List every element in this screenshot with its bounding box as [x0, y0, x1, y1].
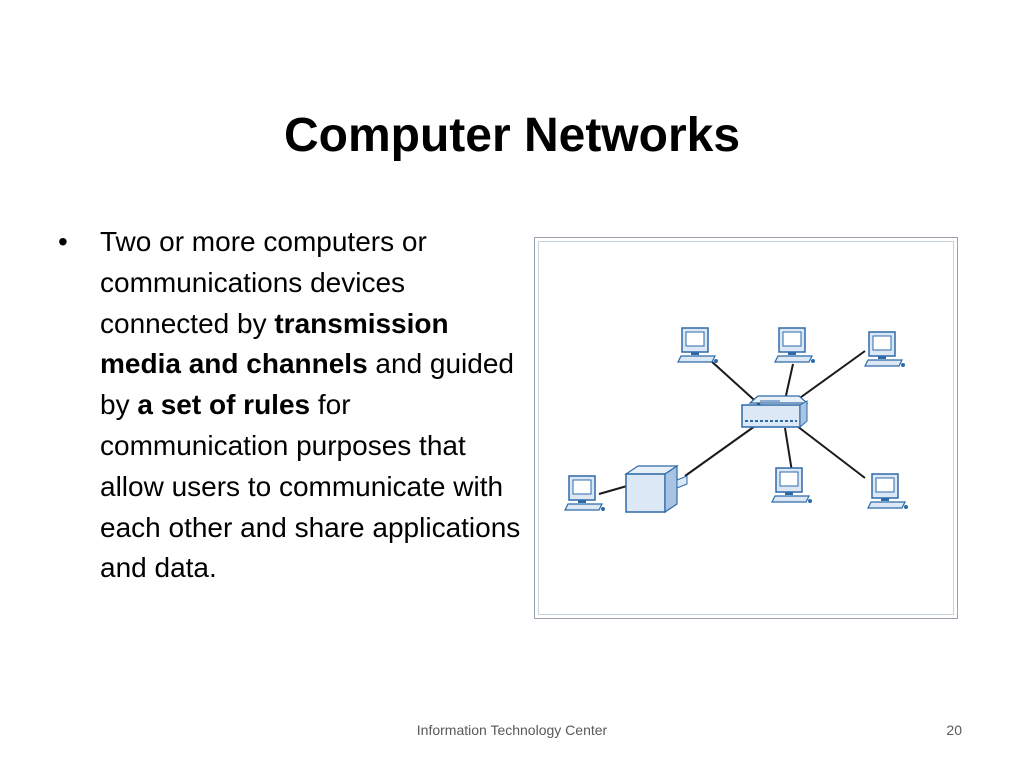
network-diagram [534, 237, 958, 619]
bullet-item: • Two or more computers or communication… [58, 222, 528, 589]
link-server [684, 425, 756, 477]
slide-title: Computer Networks [283, 109, 741, 162]
bullet-list: • Two or more computers or communication… [58, 222, 528, 589]
link-bottom-right [796, 425, 866, 479]
network-diagram-svg [564, 327, 909, 514]
diagram-inner-border [538, 241, 954, 615]
bullet-marker: • [58, 226, 68, 257]
footer-text: Information Technology Center [416, 722, 608, 738]
computer-icon [864, 331, 906, 368]
network-switch-icon [741, 395, 809, 429]
computer-icon [867, 473, 909, 510]
bullet-text-1: Two or more computers or communications … [100, 226, 427, 339]
bullet-text-2: and guided by [100, 348, 514, 421]
computer-icon [677, 327, 719, 364]
computer-icon [771, 467, 813, 504]
network-links [598, 350, 866, 495]
computer-icon [774, 327, 816, 364]
server-icon [624, 464, 688, 514]
bullet-bold-2: a set of rules [137, 389, 311, 421]
link-top-middle [784, 363, 794, 401]
bullet-text-3: for communication purposes that allow us… [100, 389, 521, 584]
page-number: 20 [946, 722, 962, 738]
link-top-right [796, 350, 866, 401]
link-server-pc [598, 485, 628, 495]
bullet-bold-1: transmission media and channels [100, 307, 449, 380]
